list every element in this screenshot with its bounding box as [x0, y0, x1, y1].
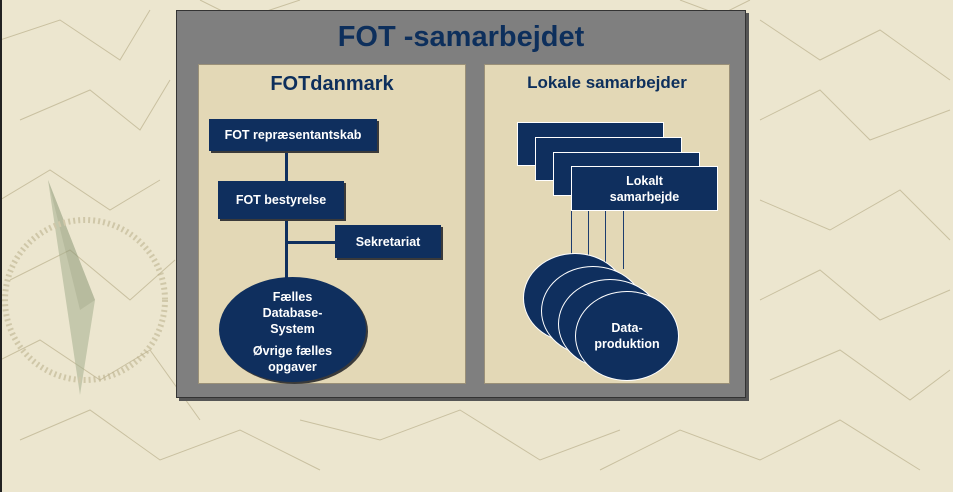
node-bestyrelse: FOT bestyrelse	[218, 181, 344, 219]
rect-label-1: Lokalt	[626, 174, 663, 188]
lokale-samarbejder-heading: Lokale samarbejder	[527, 73, 687, 92]
faelles-database-ellipse: Fælles Database- System Øvrige fælles op…	[219, 277, 366, 382]
connector-line-3	[605, 211, 606, 269]
connector-line-2	[588, 211, 589, 269]
ellipse-line-3: System	[270, 322, 315, 336]
slide-left-border	[0, 0, 2, 492]
compass-rose-icon	[2, 180, 168, 395]
connector-sekretariat	[288, 241, 336, 244]
slide-title: FOT -samarbejdet	[337, 21, 585, 53]
connector-line-4	[623, 211, 624, 269]
ellipse-label-1: Data-	[611, 321, 643, 335]
dataproduktion-ellipse-4: Data- produktion	[575, 291, 679, 381]
node-sekretariat: Sekretariat	[335, 225, 441, 258]
ellipse-line-5: opgaver	[268, 360, 317, 374]
fot-samarbejdet-panel: FOT -samarbejdet FOTdanmark FOT repræsen…	[176, 10, 746, 398]
fotdanmark-box: FOTdanmark FOT repræsentantskab FOT best…	[198, 64, 466, 384]
fotdanmark-heading: FOTdanmark	[270, 73, 394, 95]
node-representantskab: FOT repræsentantskab	[209, 119, 377, 151]
ellipse-line-4: Øvrige fælles	[252, 344, 333, 358]
lokale-samarbejder-box: Lokale samarbejder Lokalt samarbejde Dat…	[484, 64, 730, 384]
ellipse-line-2: Database-	[262, 306, 323, 320]
connector-line-1	[571, 211, 572, 269]
connector-vertical	[285, 145, 288, 310]
rect-label-2: samarbejde	[609, 190, 680, 204]
ellipse-label-2: produktion	[594, 337, 660, 351]
ellipse-line-1: Fælles	[272, 290, 313, 304]
lokalt-samarbejde-rect-4: Lokalt samarbejde	[571, 166, 718, 211]
